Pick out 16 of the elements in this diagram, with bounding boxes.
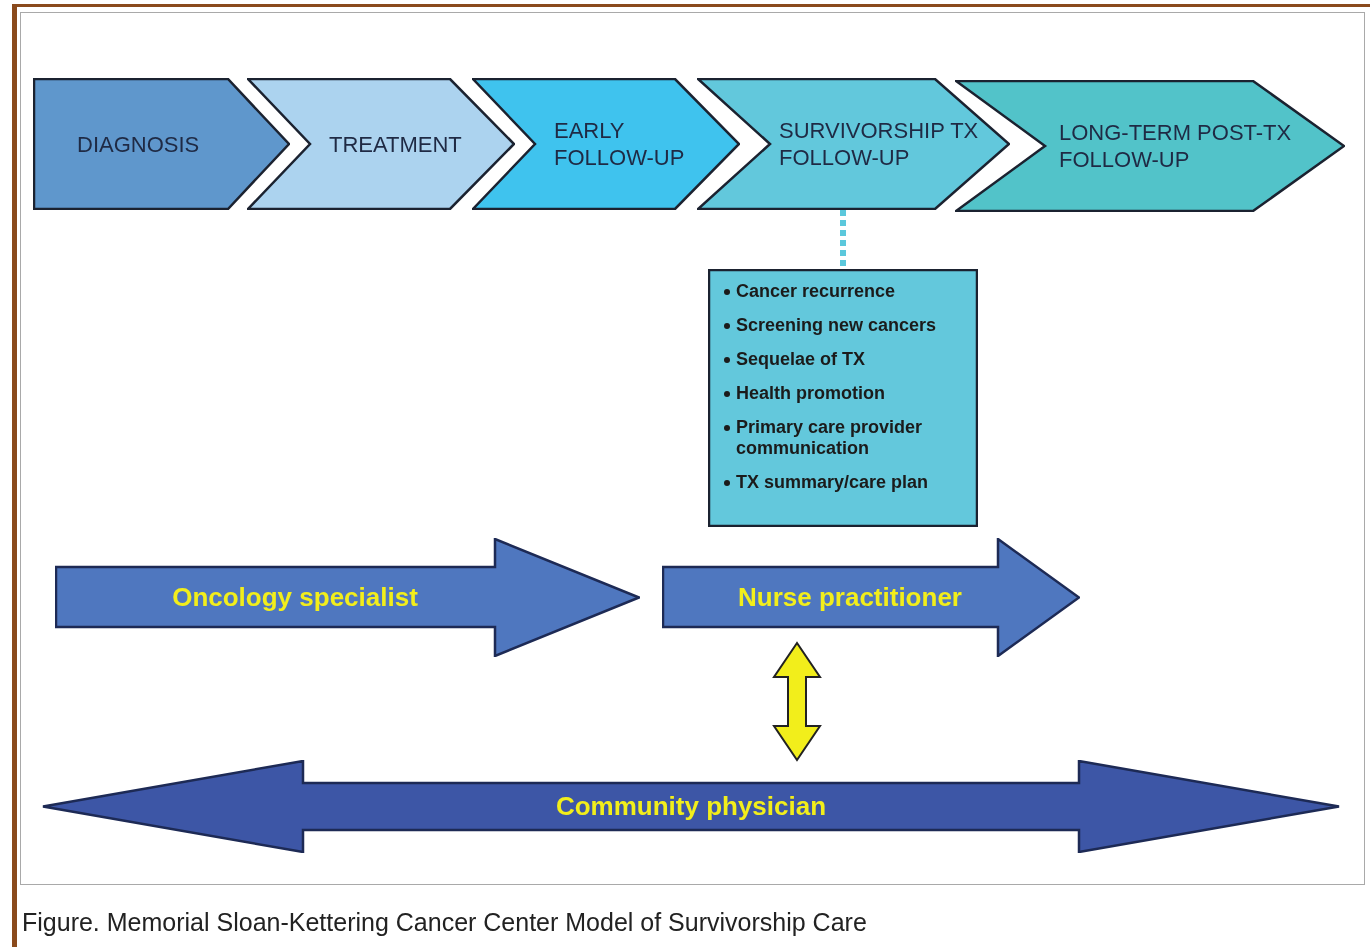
bullet-text: Cancer recurrence <box>736 281 896 302</box>
double-headed-arrow <box>772 641 822 762</box>
bullet-text: TX summary/care plan <box>736 472 929 493</box>
bullet-text: Screening new cancers <box>736 315 937 336</box>
role-label: Nurse practitioner <box>738 580 962 614</box>
stage-label: EARLY FOLLOW-UP <box>554 117 686 171</box>
stage-label: SURVIVORSHIP TX FOLLOW-UP <box>779 117 980 171</box>
figure-caption: Figure. Memorial Sloan-Kettering Cancer Center Model of Survivorship Care <box>22 907 867 938</box>
role-label: Community physician <box>555 790 827 823</box>
role-label: Oncology specialist <box>172 580 418 614</box>
bullet-text: Sequelae of TX <box>736 349 866 370</box>
dotted-connector <box>840 210 846 269</box>
bullet-text: Health promotion <box>736 383 885 404</box>
stage-label: TREATMENT <box>329 130 462 158</box>
stage-label: LONG-TERM POST-TX FOLLOW-UP <box>1059 119 1293 173</box>
bullet-text: Primary care provider communication <box>736 417 924 459</box>
